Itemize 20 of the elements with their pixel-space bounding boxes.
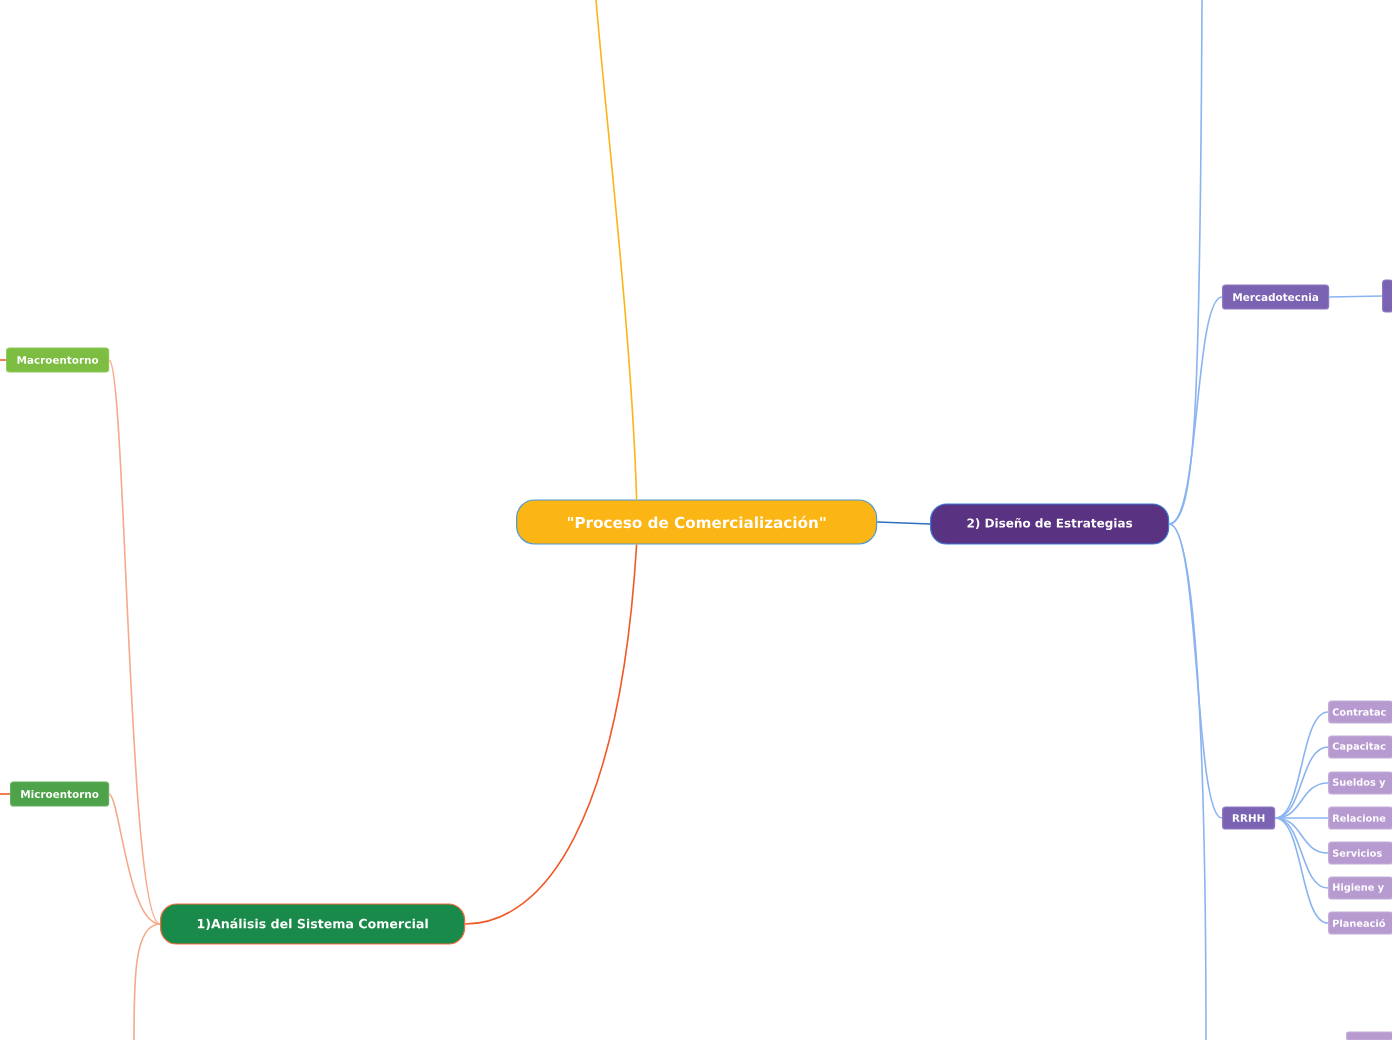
connector-line	[464, 543, 638, 925]
connector-line	[1274, 711, 1329, 819]
connector-line	[108, 793, 161, 925]
connector-line	[1274, 746, 1329, 819]
subtopic-box	[1382, 279, 1392, 313]
connector-line	[1168, 523, 1207, 1040]
connector-line	[133, 923, 161, 1040]
connector-line	[595, 0, 638, 501]
connector-line	[0, 359, 7, 361]
connector-line	[1168, 296, 1223, 525]
connector-line	[1168, 523, 1223, 819]
connector-line	[1168, 0, 1203, 525]
connector-line	[1274, 817, 1329, 924]
leaf-box	[1346, 1031, 1392, 1040]
connector-line	[108, 359, 161, 925]
connector-line	[1274, 817, 1329, 819]
connector-line	[876, 521, 931, 525]
connector-line	[1328, 295, 1383, 298]
connector-line	[0, 793, 11, 795]
connector-line	[1274, 817, 1329, 889]
